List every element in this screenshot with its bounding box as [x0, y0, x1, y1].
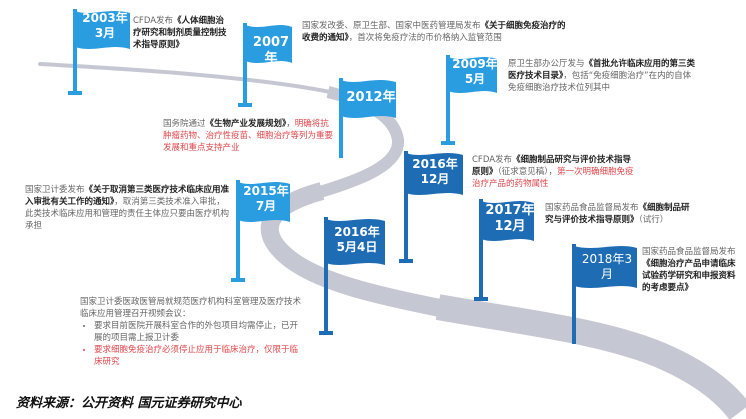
note-title: 《细胞制品研究与评价技术指导原则》	[472, 155, 632, 177]
flag-date: 12月	[494, 219, 526, 235]
flag-date: 2009年	[452, 57, 498, 71]
note-bullet: 要求目前医院开展科室合作的外包项目均需停止，已开展的项目需上报卫计委	[94, 320, 305, 344]
flag-date: 2017年	[485, 203, 535, 218]
note-2016-05: 国家卫计委医政医管局就规范医疗机构科室管理及医疗技术临床应用管理召开视频会议： …	[80, 296, 305, 368]
flag-date: 3月	[94, 26, 116, 40]
note-2007: 国家发改委、原卫生部、国家中医药管理局发布《关于细胞免疫治疗的收费的通知》，首次…	[302, 20, 567, 44]
note-title: 《细胞治疗产品申请临床试验药学研究和申报资料的考虑要点》	[642, 259, 736, 293]
flag-date: 月	[600, 267, 613, 281]
note-text: ，	[286, 119, 295, 129]
flag-date: 2018年3	[581, 252, 633, 266]
flag-date: 2016年	[412, 157, 458, 171]
note-text: 国务院通过	[163, 119, 206, 129]
note-title: 《关于细胞免疫治疗的收费的通知》	[302, 21, 566, 43]
note-text: ，首次将免疫疗法的币价格纳入监管范围	[348, 33, 502, 43]
flag-date: 2012年	[346, 90, 396, 105]
note-title: 《首批允许临床应用的第三类医疗技术目录》	[508, 59, 696, 81]
note-text: 国家卫计委医政医管局就规范医疗机构科室管理及医疗技术临床应用管理召开视频会议：	[80, 297, 302, 319]
note-text: 国家发改委、原卫生部、国家中医药管理局发布	[302, 21, 481, 31]
note-text: ，包括“免疫细胞治疗”在内的自体免疫细胞治疗技术位列其中	[508, 71, 692, 93]
note-text: ，取消第三类技术准入审批，此类技术临床应用和管理的责任主体应只要由医疗机构承担	[25, 197, 230, 231]
flag-date: 12月	[420, 172, 450, 186]
note-2015: 国家卫计委发布《关于取消第三类医疗技术临床应用准入审批有关工作的通知》，取消第三…	[25, 184, 230, 232]
note-text: 原卫生部办公厅发与	[508, 59, 585, 69]
note-text: CFDA发布	[133, 16, 174, 26]
flag-date: 2003年	[82, 11, 128, 25]
flag-date: 5月4日	[336, 240, 378, 254]
note-highlight: 第一次明确细胞免疫治疗产品的药物属性	[472, 167, 634, 189]
flag-date: 2016年	[334, 225, 380, 239]
flag-date: 7月	[255, 199, 277, 213]
note-2012: 国务院通过《生物产业发展规划》，明确将抗肿瘤药物、治疗性疫苗、细胞治疗等列为重要…	[163, 118, 333, 154]
flag-date: 5月	[464, 72, 486, 86]
note-highlight: 明确将抗肿瘤药物、治疗性疫苗、细胞治疗等列为重要发展和重点支持产业	[163, 119, 334, 153]
note-text: 国家卫计委发布	[25, 185, 85, 195]
note-text: 国家药品食品监督局发布	[545, 203, 639, 213]
note-2003: CFDA发布《人体细胞治疗研究和制剂质量控制技术指导原则》	[133, 15, 228, 51]
note-title: 《细胞制品研究与评价技术指导原则》	[545, 203, 690, 225]
source-caption: 资料来源：公开资料 国元证券研究中心	[16, 396, 242, 411]
note-text: 国家药品食品监督局发布	[642, 247, 736, 257]
note-title: 《生物产业发展规划》	[205, 119, 287, 129]
note-title: 《关于取消第三类医疗技术临床应用准入审批有关工作的通知》	[25, 185, 230, 207]
note-2009: 原卫生部办公厅发与《首批允许临床应用的第三类医疗技术目录》，包括“免疫细胞治疗”…	[508, 58, 698, 94]
note-2017: 国家药品食品监督局发布《细胞制品研究与评价技术指导原则》（试行）	[545, 202, 695, 226]
note-2016-12: CFDA发布《细胞制品研究与评价技术指导原则》（征求意见稿），第一次明确细胞免疫…	[472, 154, 637, 190]
flag-date: 2015年	[243, 184, 289, 198]
note-text: （征求意见稿），	[497, 167, 558, 177]
note-bullet-highlight: 要求细胞免疫治疗必须停止应用于临床治疗，仅限于临床研究	[94, 344, 305, 368]
note-2018: 国家药品食品监督局发布《细胞治疗产品申请临床试验药学研究和申报资料的考虑要点》	[642, 246, 742, 294]
note-text: CFDA发布	[472, 155, 513, 165]
note-text: （试行）	[638, 215, 669, 225]
flag-date: 2007年	[252, 35, 290, 67]
note-title: 《人体细胞治疗研究和制剂质量控制技术指导原则》	[133, 16, 227, 50]
